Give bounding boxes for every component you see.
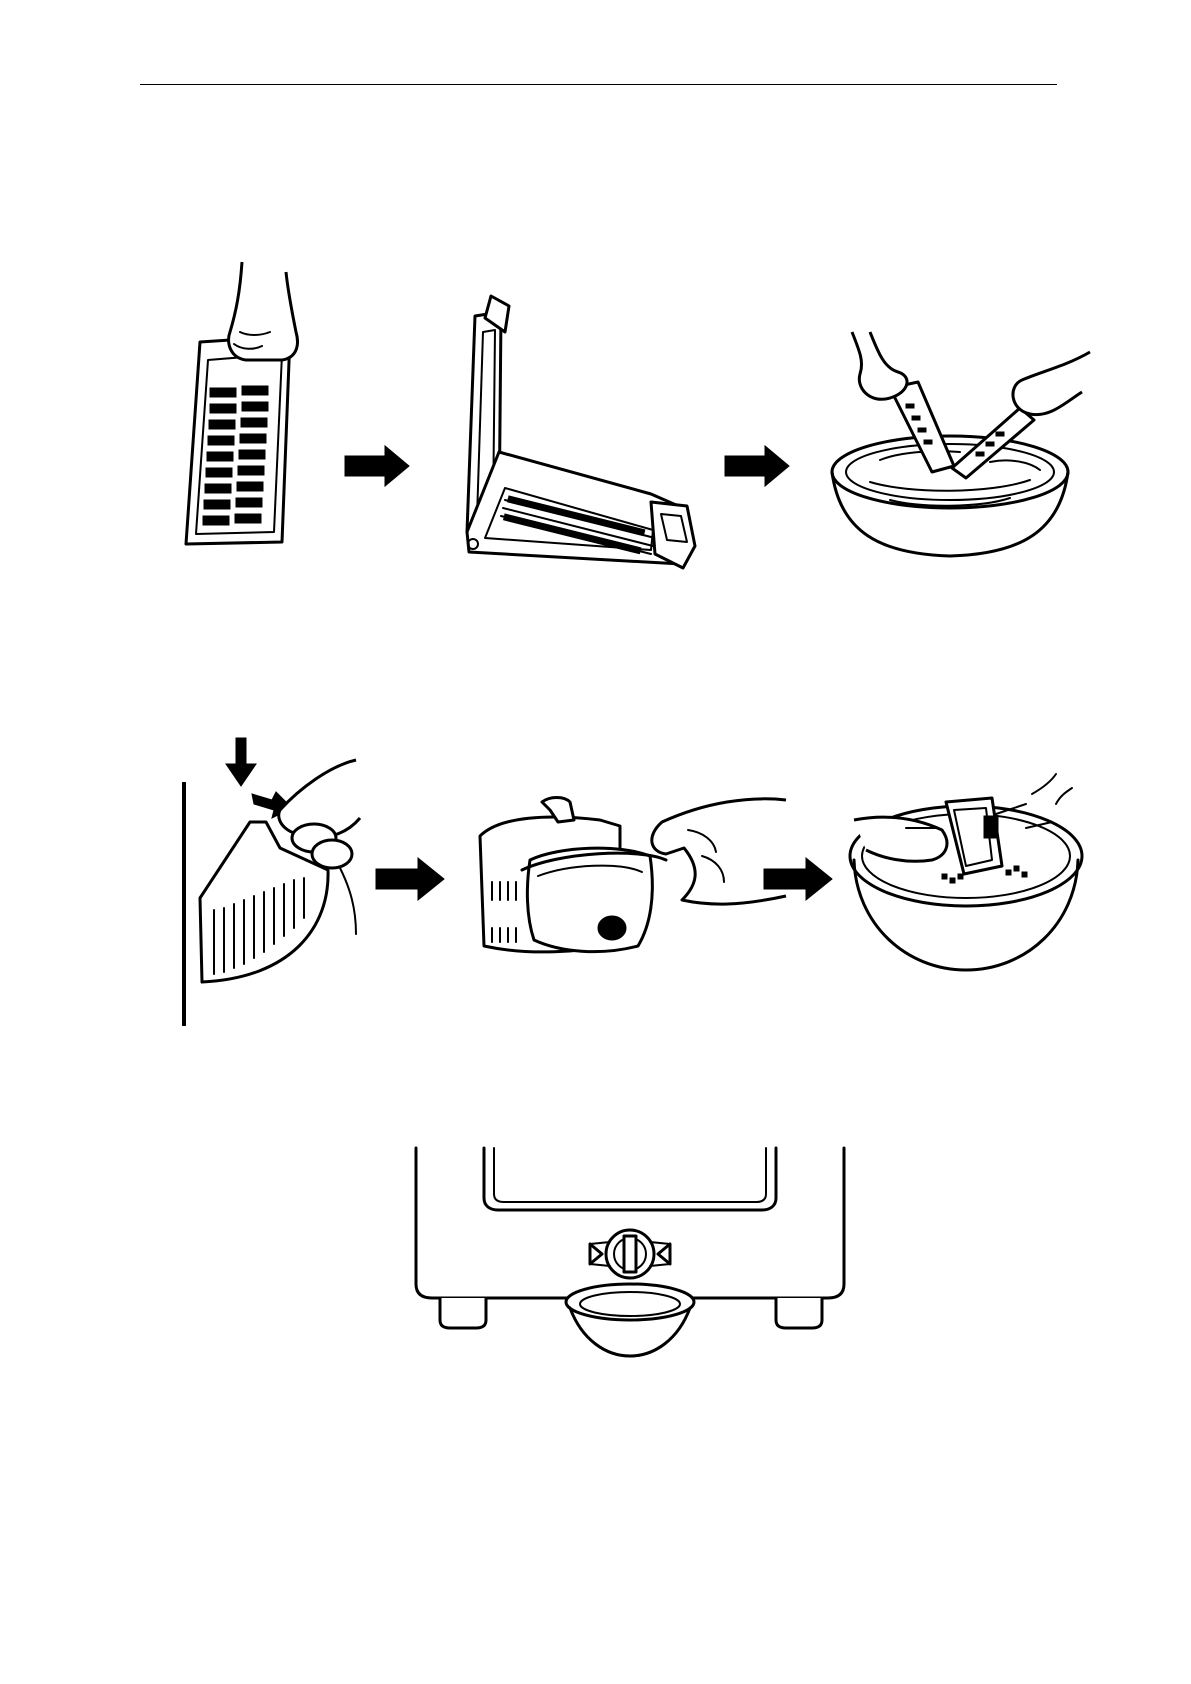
lint-filter-hand-figure — [170, 262, 320, 562]
right-arrow-icon — [376, 858, 446, 900]
lint-filter-open-figure — [455, 292, 695, 572]
drain-filter-press-figure — [180, 738, 370, 1028]
right-arrow-icon — [725, 446, 791, 486]
drain-filter-open-figure — [470, 796, 790, 966]
lint-filter-basin-figure — [820, 332, 1090, 562]
drain-pump-dish-figure — [410, 1144, 850, 1374]
down-arrow-icon — [226, 738, 256, 786]
header-rule — [140, 84, 1057, 85]
right-arrow-icon — [764, 858, 834, 900]
drain-filter-basin-figure — [846, 774, 1086, 974]
right-arrow-icon — [345, 446, 411, 486]
